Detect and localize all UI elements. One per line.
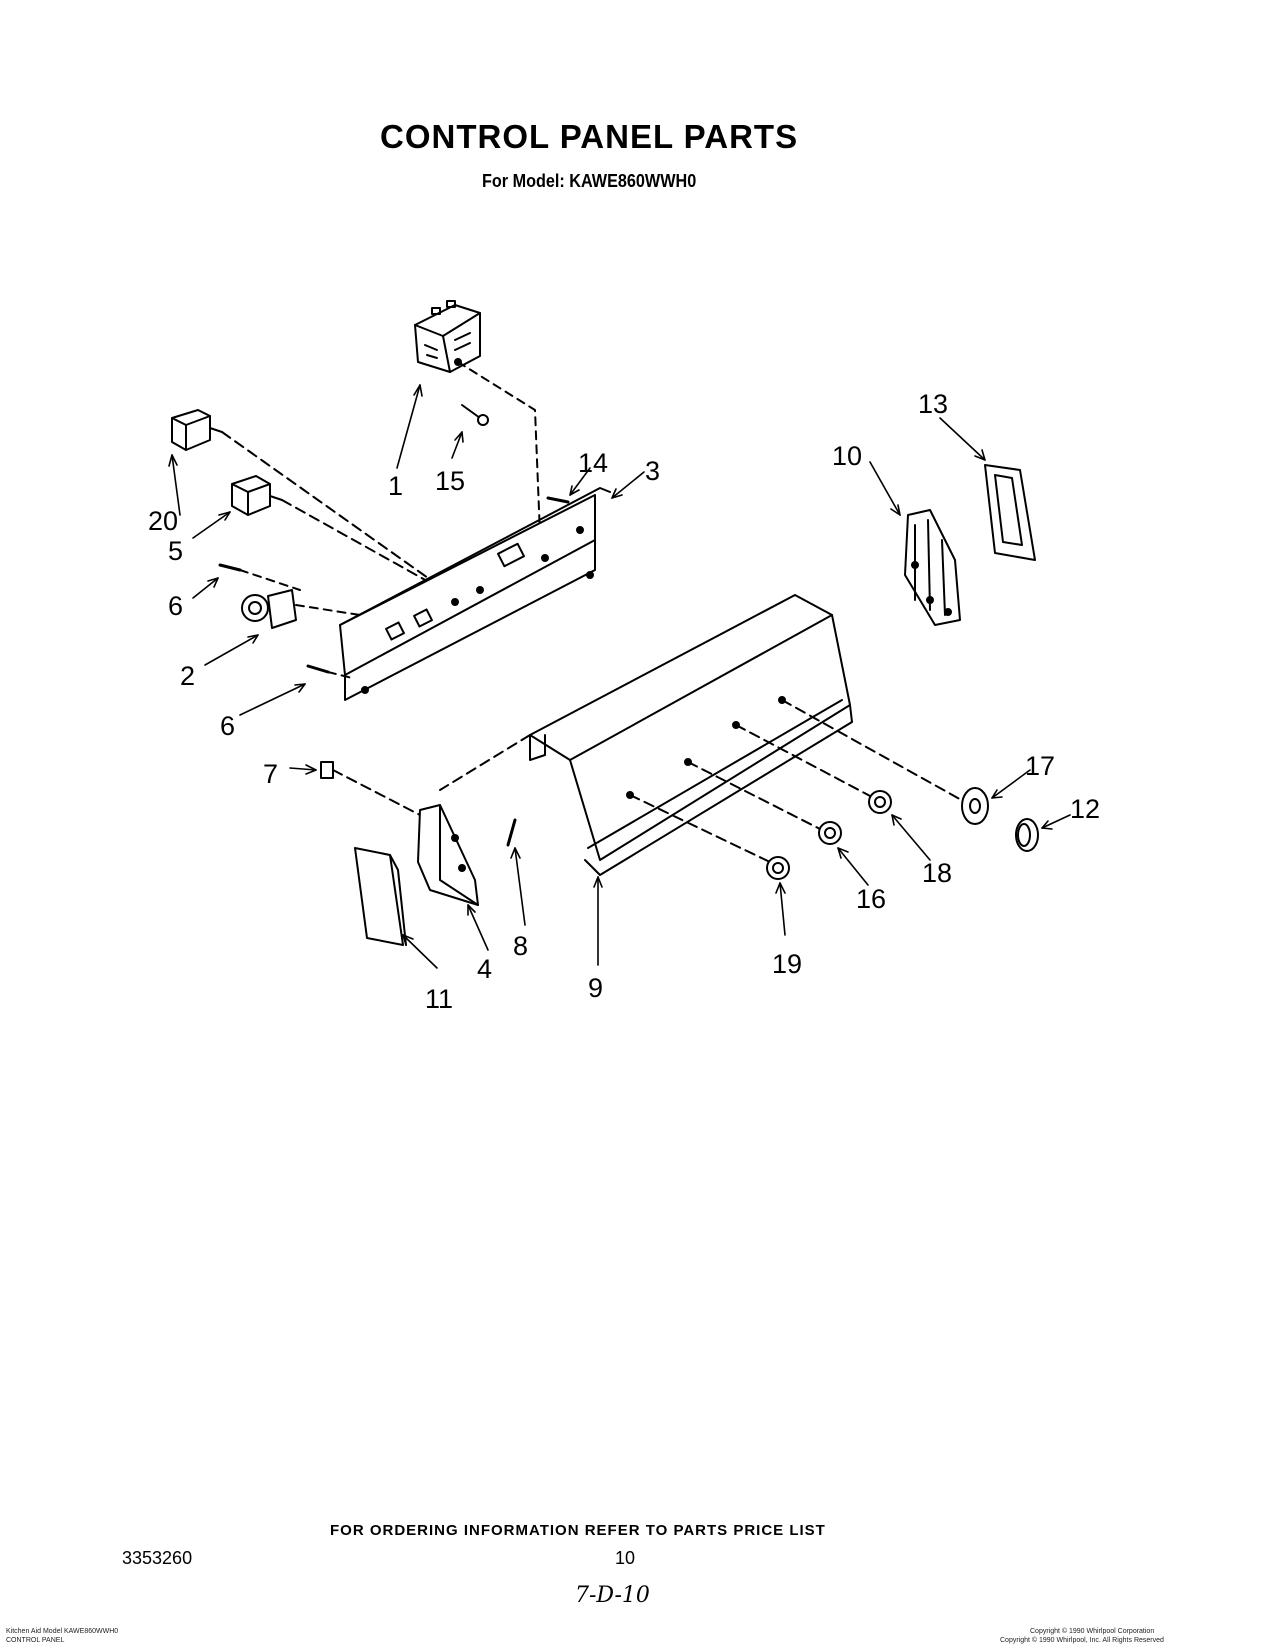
- console-panel-3: [339, 487, 611, 701]
- knob-16: [818, 821, 842, 845]
- callout-11: 11: [425, 984, 453, 1014]
- callout-19: 19: [772, 949, 802, 979]
- callout-13: 13: [918, 389, 948, 419]
- callout-9: 9: [588, 973, 603, 1003]
- document-number: 3353260: [122, 1548, 193, 1568]
- bottom-right-copyright-1: Copyright © 1990 Whirlpool Corporation: [1030, 1628, 1155, 1635]
- callout-6b: 6: [220, 711, 235, 741]
- callout-20: 20: [148, 506, 178, 536]
- bottom-right-copyright-2: Copyright © 1990 Whirlpool, Inc. All Rig…: [1000, 1637, 1164, 1644]
- callout-8: 8: [513, 931, 528, 961]
- callout-10: 10: [832, 441, 862, 471]
- knob-12: [1015, 818, 1039, 852]
- page-title: CONTROL PANEL PARTS: [380, 118, 799, 155]
- callout-3: 3: [645, 456, 660, 486]
- switch-5: [231, 475, 283, 516]
- callout-4: 4: [477, 954, 492, 984]
- callout-7: 7: [263, 759, 278, 789]
- knob-18: [868, 790, 892, 814]
- knob-19: [766, 856, 790, 880]
- bottom-left-caption-1: Kitchen Aid Model KAWE860WWH0: [6, 1628, 119, 1635]
- switch-20: [171, 409, 223, 451]
- leader-lines: [168, 384, 1071, 969]
- callout-5: 5: [168, 536, 183, 566]
- clip-7: [320, 761, 334, 779]
- callout-1: 1: [388, 471, 403, 501]
- washer-17: [961, 787, 989, 825]
- bottom-left-caption-2: CONTROL PANEL: [6, 1637, 65, 1644]
- page-number: 10: [615, 1548, 636, 1568]
- selector-switch-2: [241, 589, 297, 629]
- model-subtitle: For Model: KAWE860WWH0: [482, 171, 697, 191]
- callout-12: 12: [1070, 794, 1100, 824]
- handwritten-date: 7-D-10: [575, 1583, 650, 1608]
- ordering-note: FOR ORDERING INFORMATION REFER TO PARTS …: [330, 1522, 826, 1539]
- callout-18: 18: [922, 858, 952, 888]
- callout-16: 16: [856, 884, 886, 914]
- timer-module: [414, 300, 481, 373]
- callout-6: 6: [168, 591, 183, 621]
- front-console-9: [529, 594, 853, 876]
- callout-2: 2: [180, 661, 195, 691]
- end-cap-10: [904, 509, 961, 626]
- callout-17: 17: [1025, 751, 1055, 781]
- screw-15: [461, 404, 489, 426]
- callout-14: 14: [578, 448, 608, 478]
- end-cap-4: [417, 804, 479, 906]
- callout-15: 15: [435, 466, 465, 496]
- trim-13: [984, 464, 1036, 561]
- trim-11: [354, 847, 407, 946]
